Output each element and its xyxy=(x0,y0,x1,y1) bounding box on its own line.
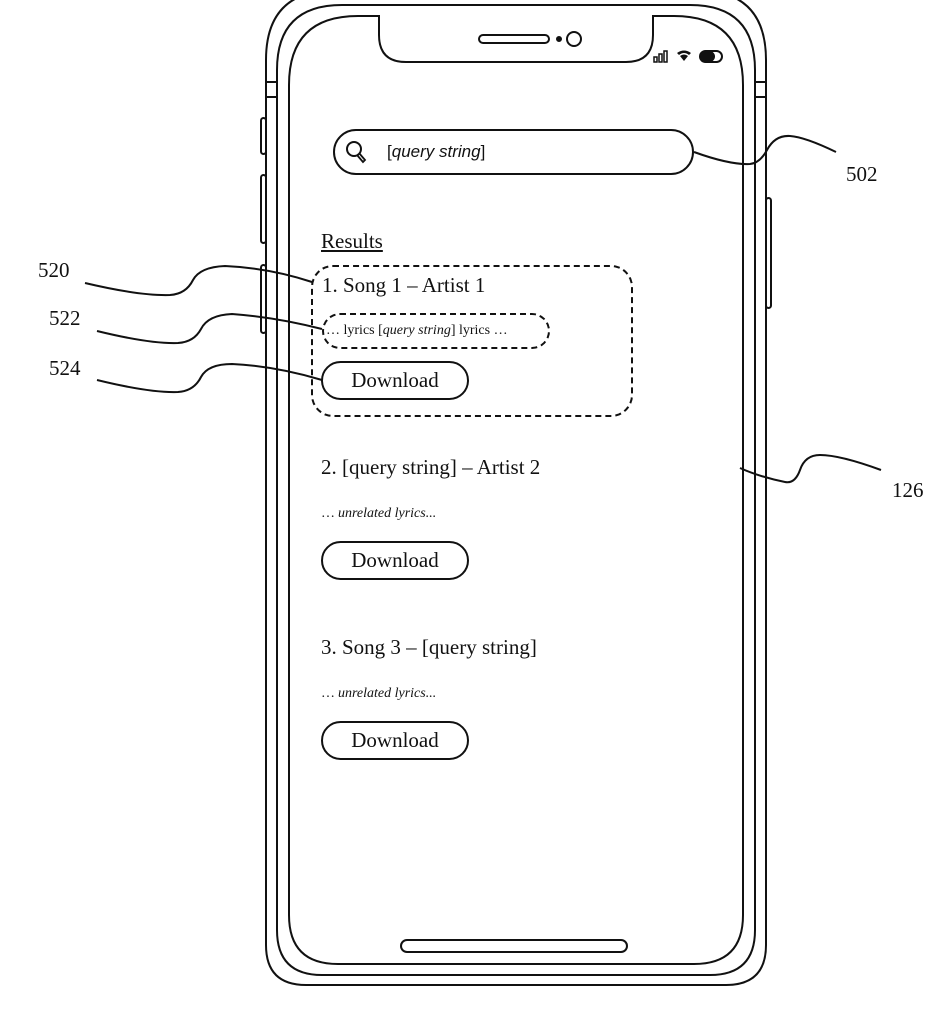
volume-down-button xyxy=(260,264,267,334)
query-text: query string xyxy=(391,142,481,161)
speaker-grille xyxy=(478,34,550,44)
query-bracket-close: ] xyxy=(480,142,486,161)
ref-numeral-126: 126 xyxy=(892,478,924,502)
query-bracket-open: [ xyxy=(387,142,392,161)
search-bar[interactable]: [query string] xyxy=(333,129,694,175)
lyrics-snippet xyxy=(322,313,550,349)
result-title[interactable]: 2. [query string] – Artist 2 xyxy=(321,455,541,479)
battery-icon xyxy=(699,50,723,63)
mute-switch xyxy=(260,117,267,155)
leader-502 xyxy=(693,134,837,166)
power-button xyxy=(765,197,772,309)
signal-icon xyxy=(653,50,668,63)
volume-up-button xyxy=(260,174,267,244)
result-title[interactable]: 3. Song 3 – [query string] xyxy=(321,635,537,659)
download-button[interactable]: Download xyxy=(321,361,469,400)
snippet-suffix: ] lyrics … xyxy=(450,323,508,338)
leader-126 xyxy=(739,453,882,484)
ref-numeral-502: 502 xyxy=(846,162,878,186)
search-icon[interactable] xyxy=(345,140,369,166)
lyrics-snippet-text: … unrelated lyrics... xyxy=(322,686,437,701)
leader-524 xyxy=(96,362,323,394)
lyrics-snippet-text: … unrelated lyrics... xyxy=(322,506,437,521)
download-button[interactable]: Download xyxy=(321,721,469,760)
ref-numeral-522: 522 xyxy=(49,306,81,330)
search-input[interactable]: [query string] xyxy=(387,142,485,162)
ref-numeral-520: 520 xyxy=(38,258,70,282)
home-indicator xyxy=(400,939,628,953)
proximity-sensor xyxy=(556,36,562,42)
ref-numeral-524: 524 xyxy=(49,356,81,380)
device-outer-edge xyxy=(265,0,767,986)
front-camera-icon xyxy=(566,31,582,47)
device-bezel xyxy=(276,4,756,976)
result-title[interactable]: 1. Song 1 – Artist 1 xyxy=(322,273,486,297)
results-heading: Results xyxy=(321,229,383,253)
leader-520 xyxy=(84,264,313,297)
device-screen xyxy=(288,15,744,965)
wifi-icon xyxy=(677,50,691,61)
snippet-prefix: … lyrics [ xyxy=(326,323,383,338)
leader-522 xyxy=(96,312,323,345)
snippet-match: query string xyxy=(382,323,451,338)
lyrics-snippet-text: … lyrics [query string] lyrics … xyxy=(326,323,508,339)
download-button[interactable]: Download xyxy=(321,541,469,580)
result-item-1[interactable] xyxy=(311,265,633,417)
